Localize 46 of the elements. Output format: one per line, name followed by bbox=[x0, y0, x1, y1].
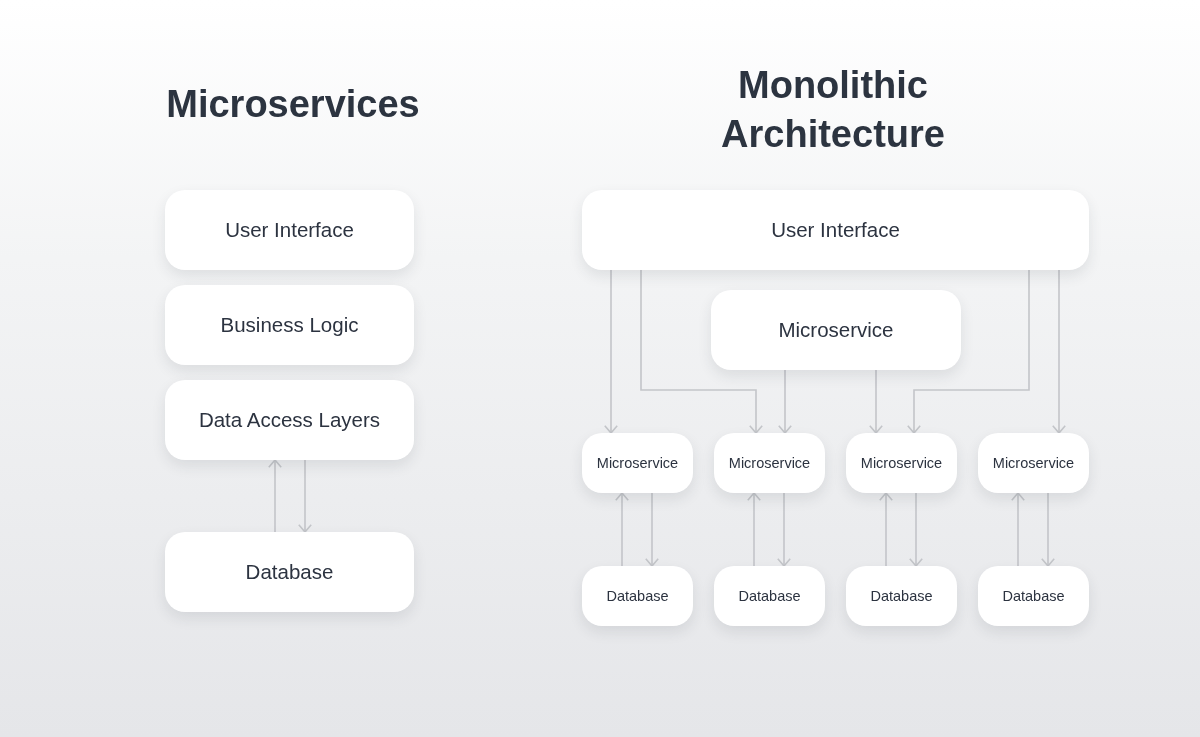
node-label: Database bbox=[606, 586, 669, 606]
node-label: Database bbox=[1002, 586, 1065, 606]
node-label: Microservice bbox=[728, 453, 811, 473]
node-card bbox=[978, 433, 1089, 493]
node-label: Database bbox=[738, 586, 801, 606]
arrow bbox=[747, 492, 761, 567]
node-label: User Interface bbox=[225, 217, 354, 243]
node-card bbox=[165, 285, 414, 365]
node-card bbox=[978, 566, 1089, 626]
arrow bbox=[869, 369, 883, 434]
arrow bbox=[777, 492, 791, 567]
node-card bbox=[846, 566, 957, 626]
node-card bbox=[165, 532, 414, 612]
node-card bbox=[582, 190, 1089, 270]
arrow bbox=[298, 459, 312, 533]
arrow bbox=[778, 369, 792, 434]
arrow bbox=[907, 269, 1030, 434]
node-card bbox=[165, 190, 414, 270]
arrow bbox=[604, 269, 618, 434]
node-label: Database bbox=[245, 559, 334, 585]
arrow bbox=[909, 492, 923, 567]
arrow bbox=[879, 492, 893, 567]
node-card bbox=[711, 290, 961, 370]
node-card bbox=[582, 433, 693, 493]
node-label: Microservice bbox=[860, 453, 943, 473]
node-card bbox=[582, 566, 693, 626]
arrow bbox=[640, 269, 763, 434]
node-card bbox=[714, 566, 825, 626]
node-label: Microservice bbox=[778, 317, 894, 343]
arrow bbox=[268, 459, 282, 533]
arrow bbox=[1011, 492, 1025, 567]
node-card bbox=[165, 380, 414, 460]
heading: Microservices bbox=[165, 82, 421, 127]
node-label: Data Access Layers bbox=[198, 407, 381, 433]
arrow bbox=[615, 492, 629, 567]
node-label: User Interface bbox=[771, 217, 900, 243]
node-label: Microservice bbox=[992, 453, 1075, 473]
heading: Monolithic Architecture bbox=[720, 63, 946, 157]
arrow bbox=[645, 492, 659, 567]
node-label: Microservice bbox=[596, 453, 679, 473]
arrow bbox=[1041, 492, 1055, 567]
node-label: Database bbox=[870, 586, 933, 606]
node-label: Business Logic bbox=[220, 312, 359, 338]
node-card bbox=[714, 433, 825, 493]
node-card bbox=[846, 433, 957, 493]
arrow bbox=[1052, 269, 1066, 434]
